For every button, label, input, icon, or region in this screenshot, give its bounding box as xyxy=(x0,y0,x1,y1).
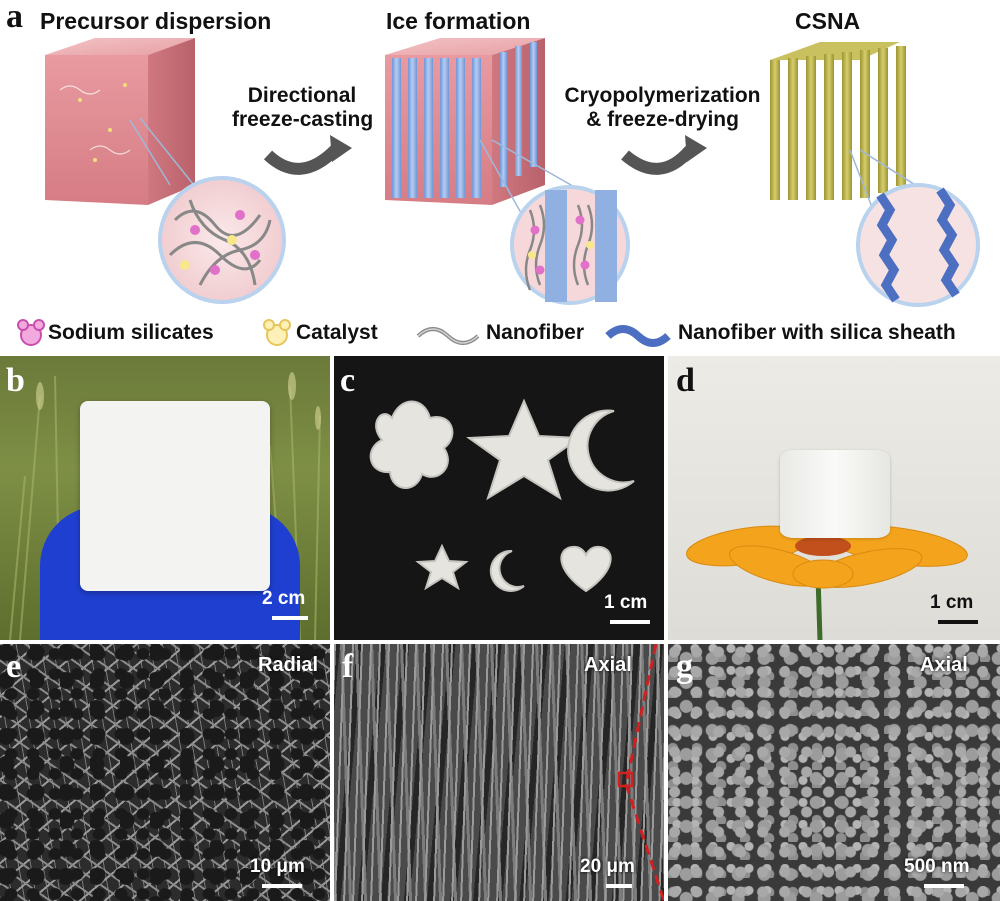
arrow1-line2: freeze-casting xyxy=(232,108,374,132)
panel-b-letter: b xyxy=(6,362,25,399)
panel-g-scale-label: 500 nm xyxy=(904,856,970,877)
panel-e-letter: e xyxy=(6,648,22,685)
precursor-zoom xyxy=(158,176,286,304)
aerogel-square xyxy=(80,401,270,591)
stage2-title: Ice formation xyxy=(386,8,531,34)
stage1-title: Precursor dispersion xyxy=(40,8,272,34)
process-arrow-2 xyxy=(621,145,695,175)
panel-b-scale-label: 2 cm xyxy=(262,588,306,609)
process-arrow-1 xyxy=(263,145,340,175)
panel-g-scale-bar xyxy=(924,884,964,888)
flower-shape xyxy=(369,400,454,489)
panel-c-scale-label: 1 cm xyxy=(604,592,648,613)
panel-e-scale-bar xyxy=(262,884,302,888)
small-moon-shape xyxy=(489,549,525,592)
panel-d-scale-label: 1 cm xyxy=(930,592,974,613)
panel-f-scale-bar xyxy=(606,884,632,888)
panel-a-letter: a xyxy=(6,0,23,35)
stage3-title: CSNA xyxy=(795,8,861,34)
sodium-silicate-icon xyxy=(17,319,45,346)
arrow1-label: Directional freeze-casting xyxy=(232,84,374,132)
legend-label-sodium: Sodium silicates xyxy=(48,321,214,344)
csna-structure xyxy=(770,42,956,216)
panel-g-sem: g Axial 500 nm xyxy=(668,644,1000,901)
panel-d-scale-bar xyxy=(938,620,978,624)
aerogel-cylinder xyxy=(780,450,890,538)
shapes xyxy=(369,398,635,593)
panel-d-photo: d 1 cm xyxy=(668,356,1000,640)
panel-f-sem: f Axial 20 μm xyxy=(334,644,664,901)
panel-c-letter: c xyxy=(340,362,356,399)
star-shape xyxy=(466,398,582,501)
csna-zoom xyxy=(856,183,980,307)
ice-zoom xyxy=(510,185,630,305)
zoom-indicator xyxy=(617,644,664,901)
panel-b-scale-bar xyxy=(272,616,308,620)
arrow2-line1: Cryopolymerization xyxy=(564,84,761,107)
legend-label-nanofiber: Nanofiber xyxy=(486,321,585,344)
panel-b-photo: b 2 cm xyxy=(0,356,330,640)
moon-shape xyxy=(567,409,635,492)
small-star-shape xyxy=(415,543,469,591)
flower-scene xyxy=(686,525,968,640)
legend-label-catalyst: Catalyst xyxy=(296,321,378,344)
panel-e-view-label: Radial xyxy=(258,654,319,676)
catalyst-icon xyxy=(263,319,291,346)
nanofiber-icon xyxy=(416,327,480,345)
legend: Sodium silicates Catalyst Nanofiber Nano… xyxy=(8,318,998,350)
panel-f-view-label: Axial xyxy=(584,654,632,676)
panel-c-photo: c 1 cm xyxy=(334,356,664,640)
panel-f-letter: f xyxy=(342,648,354,685)
sheathed-nanofiber-icon xyxy=(605,325,671,347)
panel-e-sem: e Radial 10 μm xyxy=(0,644,330,901)
precursor-cube xyxy=(45,38,231,231)
panel-g-letter: g xyxy=(676,648,693,685)
panel-f-scale-label: 20 μm xyxy=(580,856,635,877)
legend-label-sheathed: Nanofiber with silica sheath xyxy=(678,321,956,344)
arrow1-line1: Directional xyxy=(247,84,357,107)
process-illustration xyxy=(45,38,980,307)
arrow2-line2: & freeze-drying xyxy=(586,108,739,132)
arrow2-label: Cryopolymerization & freeze-drying xyxy=(555,84,770,132)
panel-d-letter: d xyxy=(676,362,695,399)
heart-shape xyxy=(560,545,612,593)
panel-e-scale-label: 10 μm xyxy=(250,856,305,877)
panel-g-view-label: Axial xyxy=(920,654,968,676)
panel-c-scale-bar xyxy=(610,620,650,624)
panel-a: a Precursor dispersion Ice formation CSN… xyxy=(0,0,1000,352)
